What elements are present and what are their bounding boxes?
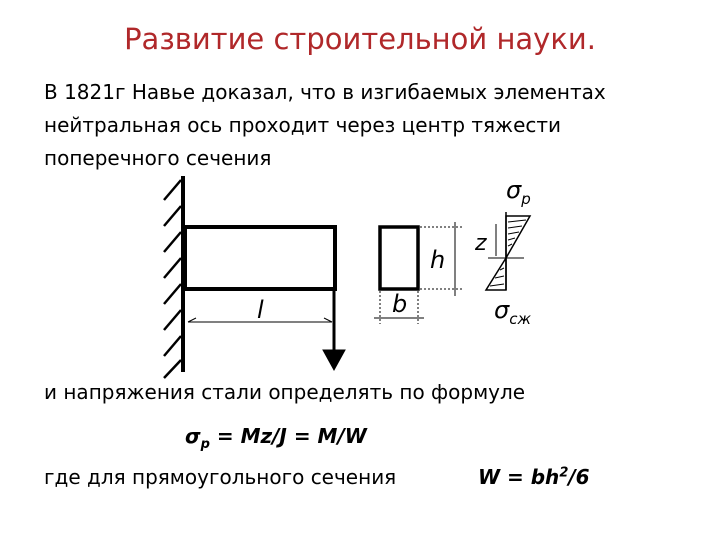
z-label: z — [474, 231, 487, 256]
width-dimension — [374, 291, 424, 324]
length-label: l — [257, 296, 264, 324]
height-dimension — [420, 222, 462, 296]
load-arrow — [322, 291, 346, 372]
section-modulus-formula: W = bh2/6 — [478, 465, 590, 489]
stress-diagram — [484, 212, 532, 291]
sigma-tension-label: σр — [506, 176, 531, 208]
stress-formula: σр = Mz/J = M/W — [185, 424, 367, 452]
cross-section-rect — [378, 225, 420, 291]
intro-paragraph: В 1821г Навье доказал, что в изгибаемых … — [44, 76, 684, 175]
width-label: b — [392, 290, 407, 318]
intro-line-3: поперечного сечения — [44, 146, 272, 170]
length-dimension — [187, 292, 336, 330]
slide-title: Развитие строительной науки. — [124, 22, 596, 56]
sigma-compression-label: σсж — [494, 296, 531, 328]
fixed-support-wall — [163, 176, 185, 379]
intro-line-2: нейтральная ось проходит через центр тяж… — [44, 113, 562, 137]
height-label: h — [430, 246, 445, 274]
cantilever-beam — [183, 225, 337, 291]
intro-line-1: В 1821г Навье доказал, что в изгибаемых … — [44, 80, 606, 104]
section-text: где для прямоугольного сечения — [44, 465, 397, 489]
stress-text: и напряжения стали определять по формуле — [44, 380, 526, 404]
